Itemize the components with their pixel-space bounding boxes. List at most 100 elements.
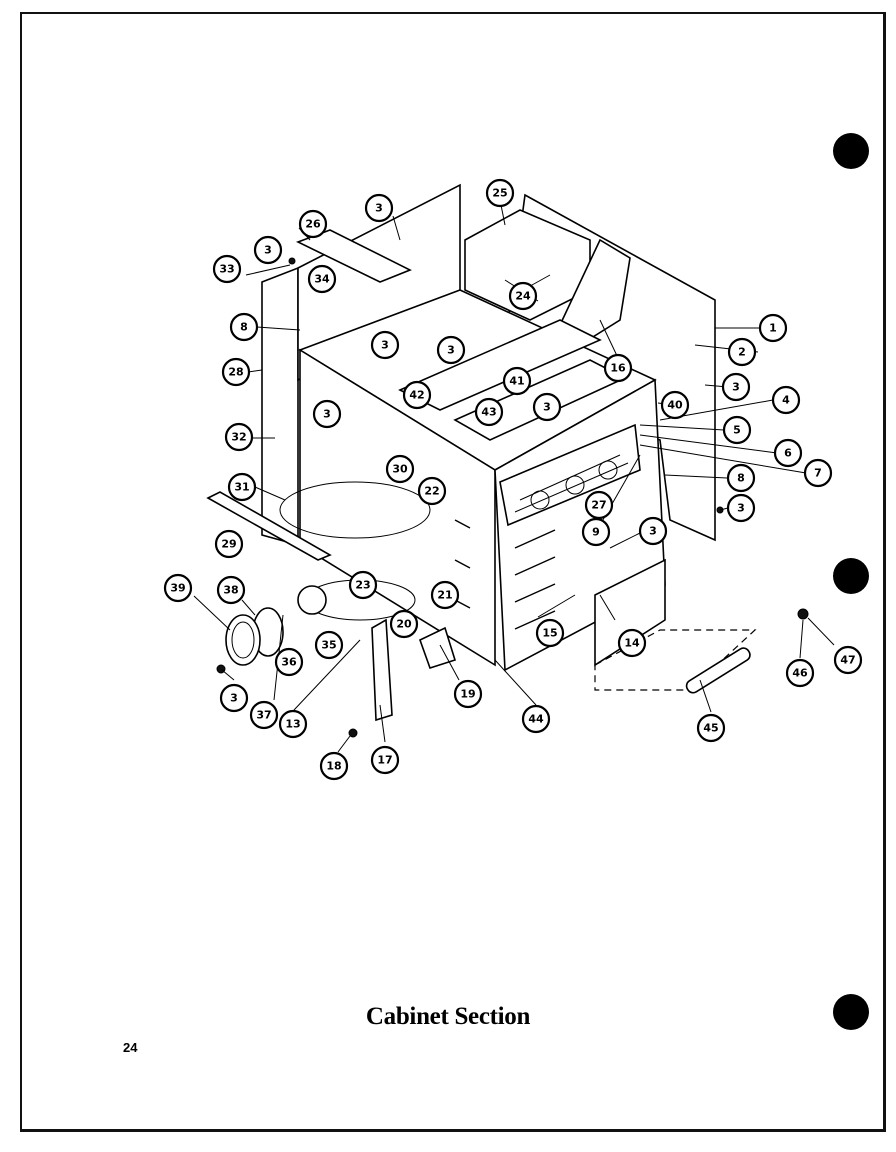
callout-circle: [502, 366, 532, 396]
punch-hole-bottom: [833, 994, 869, 1030]
callout-circle: [364, 193, 394, 223]
callout-number: 33: [219, 263, 234, 276]
callout-number: 8: [737, 472, 745, 485]
callout-number: 30: [392, 463, 408, 476]
callout-26: 26: [298, 209, 328, 239]
callout-number: 3: [732, 381, 740, 394]
callout-25: 25: [485, 178, 515, 208]
callout-circle: [785, 658, 815, 688]
callout-circle: [508, 281, 538, 311]
callout-34: 34: [307, 264, 337, 294]
callout-number: 15: [542, 627, 557, 640]
callout-number: 37: [256, 709, 271, 722]
callout-circle: [370, 745, 400, 775]
callout-circle: [696, 713, 726, 743]
callout-circle: [773, 438, 803, 468]
callout-number: 1: [769, 322, 777, 335]
callout-46: 46: [785, 658, 815, 688]
door-window-ring: [225, 614, 261, 666]
callout-number: 44: [528, 713, 544, 726]
callout-3: 3: [253, 235, 283, 265]
callout-37: 37: [249, 700, 279, 730]
callout-number: 3: [381, 339, 389, 352]
callout-30: 30: [385, 454, 415, 484]
callout-number: 14: [624, 637, 640, 650]
callout-35: 35: [314, 630, 344, 660]
callout-circle: [163, 573, 193, 603]
callout-44: 44: [521, 704, 551, 734]
callout-number: 24: [515, 290, 531, 303]
callout-circle: [417, 476, 447, 506]
callout-23: 23: [348, 570, 378, 600]
left-side-panel: [261, 266, 299, 547]
callout-32: 32: [224, 422, 254, 452]
callout-42: 42: [402, 380, 432, 410]
callout-number: 16: [610, 362, 626, 375]
callout-7: 7: [803, 458, 833, 488]
callout-circle: [535, 618, 565, 648]
callout-circle: [803, 458, 833, 488]
callout-number: 13: [285, 718, 300, 731]
callout-circle: [638, 516, 668, 546]
callout-circle: [771, 385, 801, 415]
callout-number: 6: [784, 447, 792, 460]
callout-16: 16: [603, 353, 633, 383]
punch-hole-top: [833, 133, 869, 169]
callout-circle: [584, 490, 614, 520]
callout-number: 32: [231, 431, 246, 444]
callout-number: 19: [460, 688, 475, 701]
convection-fan: [297, 585, 327, 615]
callout-circle: [430, 580, 460, 610]
callout-17: 17: [370, 745, 400, 775]
front-trim-strip: [206, 491, 332, 561]
callout-number: 27: [591, 499, 606, 512]
callout-circle: [216, 575, 246, 605]
callout-3: 3: [436, 335, 466, 365]
callout-3: 3: [312, 399, 342, 429]
callout-13: 13: [278, 709, 308, 739]
callout-31: 31: [227, 472, 257, 502]
callout-circle: [726, 463, 756, 493]
callout-circle: [521, 704, 551, 734]
callout-number: 3: [447, 344, 455, 357]
callout-circle: [224, 422, 254, 452]
callout-number: 25: [492, 187, 507, 200]
callout-number: 47: [840, 654, 855, 667]
callout-number: 43: [481, 406, 496, 419]
callout-circle: [312, 399, 342, 429]
callout-circle: [453, 679, 483, 709]
callout-38: 38: [216, 575, 246, 605]
callout-circle: [370, 330, 400, 360]
callout-number: 35: [321, 639, 336, 652]
callout-number: 23: [355, 579, 370, 592]
callout-number: 26: [305, 218, 321, 231]
callout-number: 41: [509, 375, 524, 388]
callout-43: 43: [474, 397, 504, 427]
callout-39: 39: [163, 573, 193, 603]
callout-number: 42: [409, 389, 424, 402]
callout-circle: [219, 683, 249, 713]
callout-circle: [485, 178, 515, 208]
callout-number: 7: [814, 467, 822, 480]
callout-number: 17: [377, 754, 392, 767]
callout-circle: [229, 312, 259, 342]
callout-14: 14: [617, 628, 647, 658]
callout-circle: [721, 372, 751, 402]
side-bracket: [419, 626, 457, 669]
callout-40: 40: [660, 390, 690, 420]
callout-circle: [758, 313, 788, 343]
callout-3: 3: [532, 392, 562, 422]
callout-29: 29: [214, 529, 244, 559]
page-border: [20, 12, 886, 1132]
callout-number: 38: [223, 584, 238, 597]
callout-8: 8: [229, 312, 259, 342]
callout-number: 3: [230, 692, 238, 705]
callout-number: 3: [264, 244, 272, 257]
callout-number: 20: [396, 618, 412, 631]
callout-number: 36: [281, 656, 297, 669]
callout-circle: [727, 337, 757, 367]
callout-number: 5: [733, 424, 741, 437]
callout-number: 8: [240, 321, 248, 334]
callout-number: 3: [543, 401, 551, 414]
